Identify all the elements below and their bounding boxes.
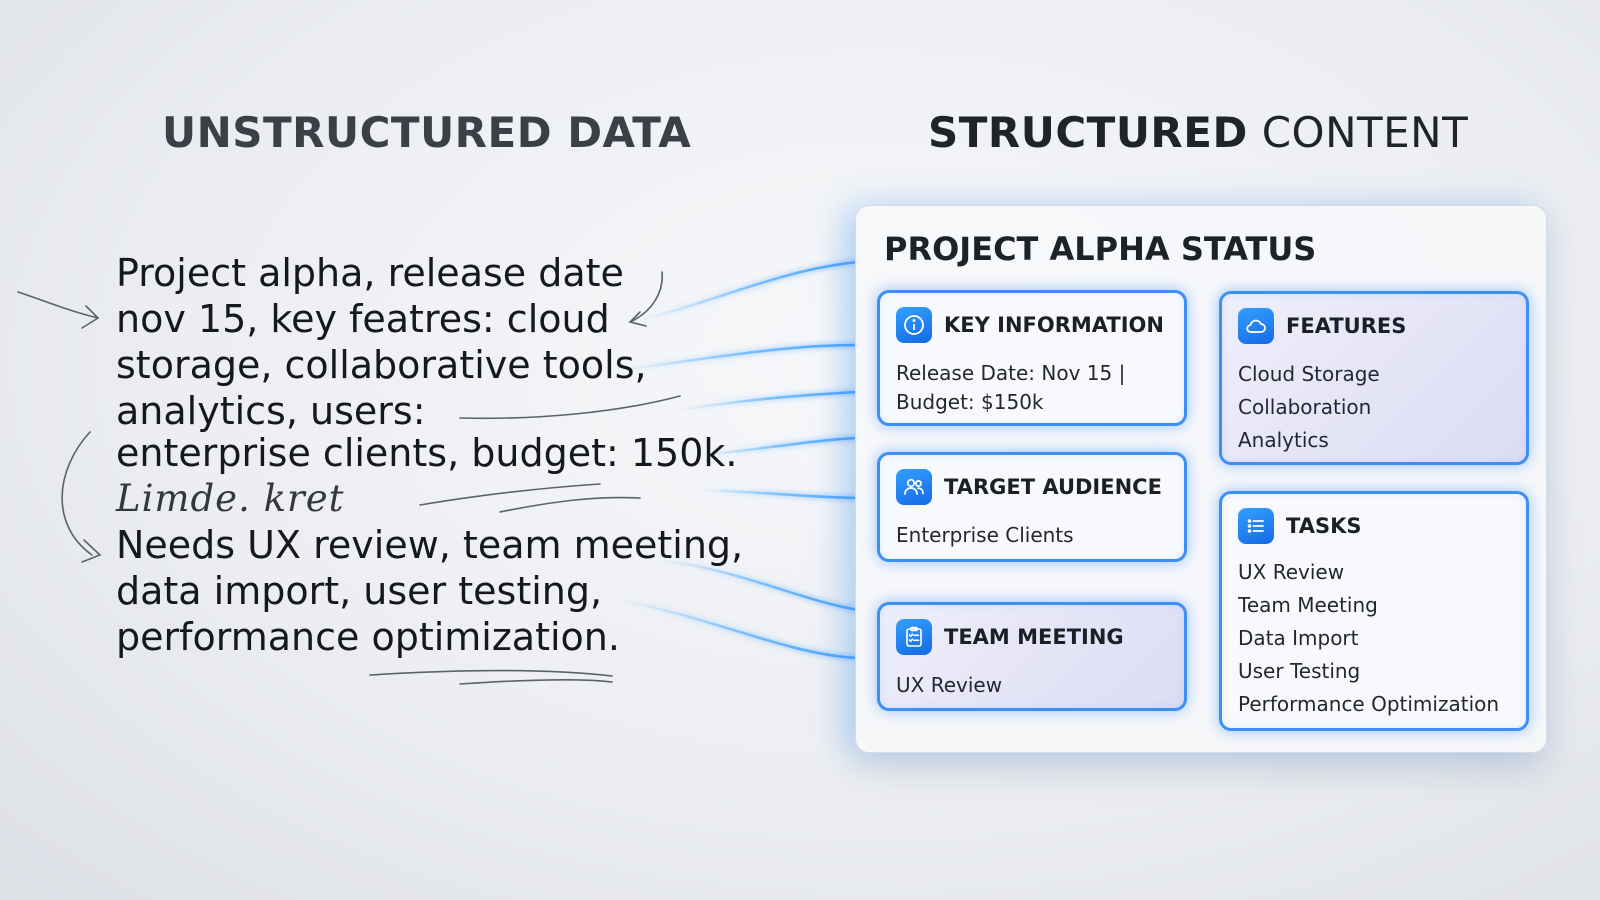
card-header: TARGET AUDIENCE [896,469,1168,505]
card-title: FEATURES [1286,314,1407,338]
flow-line [699,488,859,500]
card-title: TEAM MEETING [944,625,1124,649]
left-bracket-arrow-head [81,539,102,563]
features-card: FEATURES Cloud Storage Collaboration Ana… [1219,291,1529,465]
cloud-icon [1238,308,1274,344]
card-title: TARGET AUDIENCE [944,475,1162,499]
task-item: Performance Optimization [1238,692,1500,716]
card-header: TEAM MEETING [896,619,1168,655]
panel-title: PROJECT ALPHA STATUS [884,230,1317,268]
flow-line [619,598,859,660]
card-body: UX Review [896,669,1168,702]
underline-optimization-2 [459,679,613,685]
unstructured-data-heading: UNSTRUCTURED DATA [162,108,692,157]
underline-optimization [369,669,613,677]
task-item: Team Meeting [1238,593,1378,617]
arrow-left-top [17,291,99,319]
flow-line [659,558,859,612]
note-line: analytics, users: [116,389,426,433]
flow-line [619,343,859,372]
card-line: Collaboration [1238,395,1372,419]
structured-content-heading-light: CONTENT [1261,108,1469,157]
card-title: TASKS [1286,514,1362,538]
card-header: FEATURES [1238,308,1510,344]
key-information-card: KEY INFORMATION Release Date: Nov 15 | B… [877,290,1187,426]
handwritten-scribble: Limde. kret [116,477,345,520]
project-status-panel: PROJECT ALPHA STATUS KEY INFORMATION Rel… [855,205,1547,753]
list-icon [1238,508,1274,544]
card-line: Release Date: Nov 15 | [896,361,1126,385]
left-bracket-arrow [61,431,93,556]
card-line: Analytics [1238,428,1329,452]
card-line: Enterprise Clients [896,523,1074,547]
arrow-curve-top-right [629,271,663,323]
card-line: UX Review [896,673,1003,697]
note-line: enterprise clients, budget: 150k. [116,431,738,475]
note-line: Project alpha, release date [116,251,624,295]
flow-line [639,260,859,322]
note-line: performance optimization. [116,615,620,659]
task-item: Data Import [1238,626,1359,650]
info-icon [896,307,932,343]
flow-line [699,436,859,457]
target-audience-card: TARGET AUDIENCE Enterprise Clients [877,452,1187,562]
card-body: Cloud Storage Collaboration Analytics [1238,358,1510,457]
strike-scribble-1 [419,483,601,506]
arrow-left-top-head [81,305,100,329]
tasks-card: TASKS UX Review Team Meeting Data Import… [1219,491,1529,731]
structured-content-heading: STRUCTURED CONTENT [928,108,1468,157]
underline-analytics [459,395,681,420]
checklist-icon [896,619,932,655]
unstructured-notes: Project alpha, release date nov 15, key … [116,250,836,660]
strike-scribble-2 [499,496,641,513]
card-body: Enterprise Clients [896,519,1168,552]
flow-line [679,390,859,412]
note-line: Needs UX review, team meeting, [116,523,744,567]
structured-content-heading-bold: STRUCTURED [928,108,1248,157]
card-header: KEY INFORMATION [896,307,1168,343]
flow-lines [619,260,859,660]
note-line: storage, collaborative tools, [116,343,647,387]
note-line: nov 15, key featres: cloud [116,297,610,341]
note-line: data import, user testing, [116,569,603,613]
card-line: Cloud Storage [1238,362,1380,386]
card-line: Budget: $150k [896,390,1044,414]
users-icon [896,469,932,505]
task-item: User Testing [1238,659,1361,683]
arrow-curve-top-right-head [628,311,647,327]
task-item: UX Review [1238,560,1345,584]
card-header: TASKS [1238,508,1510,544]
team-meeting-card: TEAM MEETING UX Review [877,602,1187,711]
card-title: KEY INFORMATION [944,313,1164,337]
card-body: UX Review Team Meeting Data Import User … [1238,556,1510,721]
card-body: Release Date: Nov 15 | Budget: $150k [896,357,1168,419]
hand-drawn-marks [17,271,681,685]
